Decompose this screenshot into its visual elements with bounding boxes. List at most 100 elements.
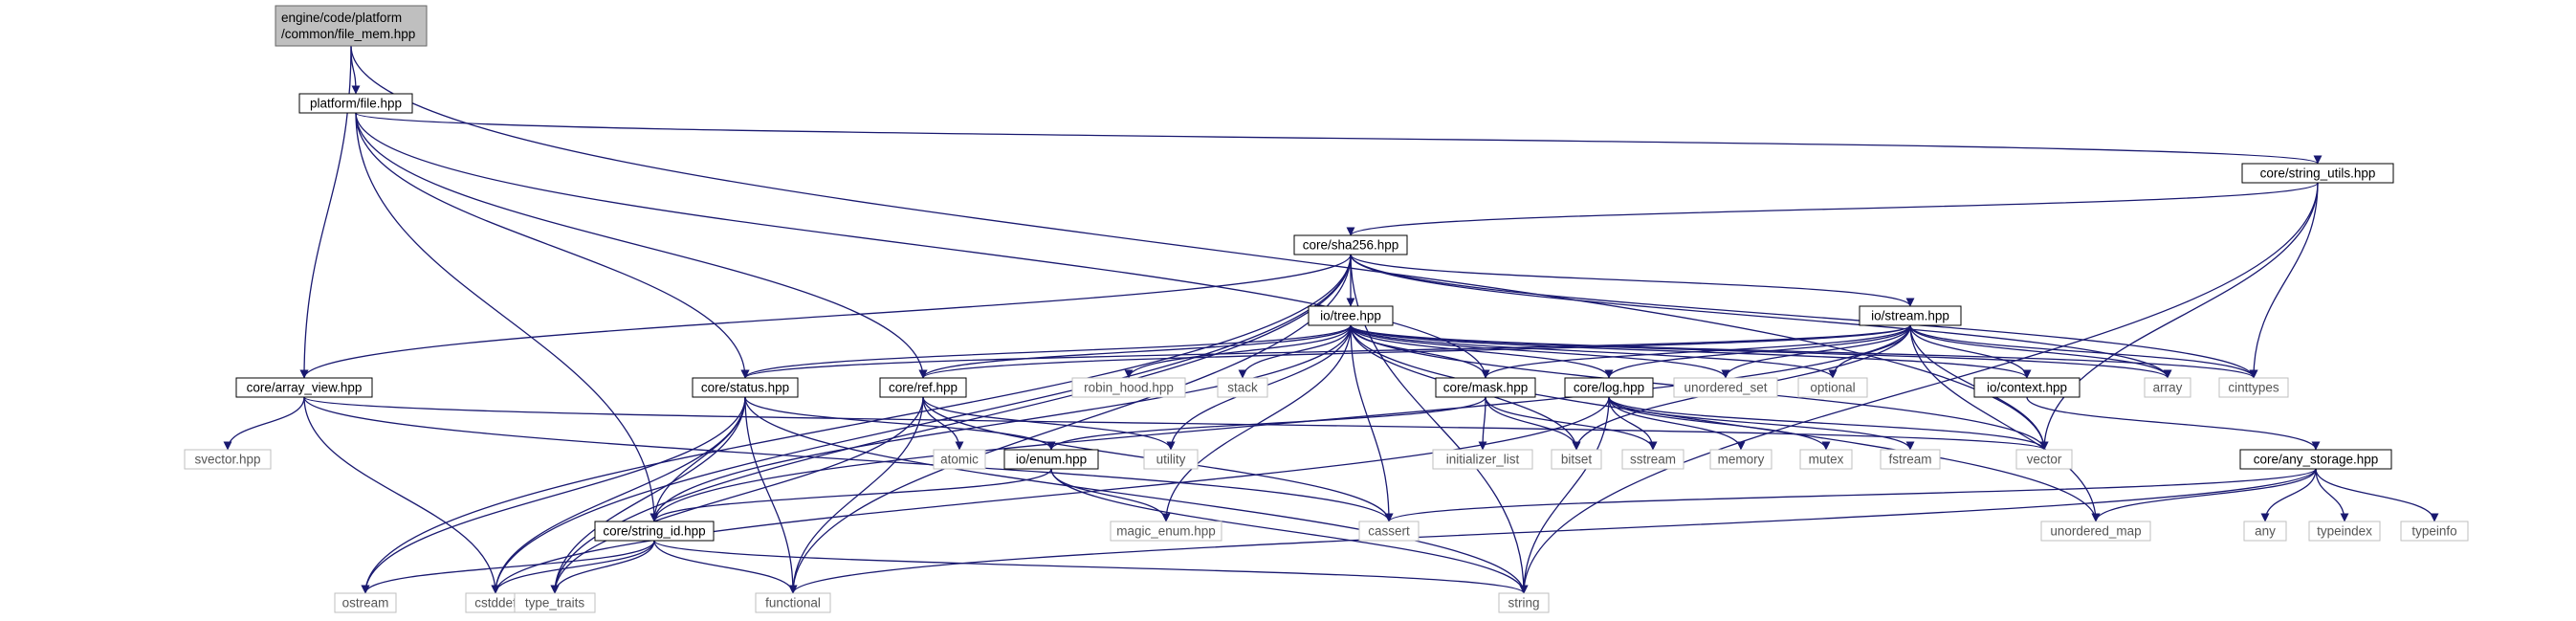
edge-io_tree-to-string_id [650,324,1352,522]
edge-status-to-functional [744,396,798,594]
node-cinttypes: cinttypes [2218,377,2289,398]
node-label: initializer_list [1446,453,1520,467]
node-sstream: sstream [1621,449,1684,470]
edge-log-to-sstream [1608,396,1658,451]
node-box [1498,592,1550,613]
node-label: core/any_storage.hpp [2254,453,2379,467]
node-platform-file[interactable]: platform/file.hpp [298,93,413,114]
node-label: engine/code/platform [281,11,402,25]
node-box [1880,449,1941,470]
node-typeinfo: typeinfo [2400,521,2469,542]
node-label: core/ref.hpp [889,381,958,395]
edge-array_view-to-cassert [303,396,1394,522]
node-any-storage[interactable]: core/any_storage.hpp [2239,449,2392,470]
node-io-tree[interactable]: io/tree.hpp [1308,305,1394,326]
edge-platform_file-to-mask [355,112,1490,379]
node-io-enum[interactable]: io/enum.hpp [1003,449,1099,470]
node-box [275,5,428,47]
edge-io_stream-to-log [1604,324,1911,379]
node-label: core/status.hpp [701,381,789,395]
node-io-context[interactable]: io/context.hpp [1973,377,2081,398]
node-label: cassert [1368,524,1410,539]
node-box [1358,521,1420,542]
node-fstream: fstream [1880,449,1941,470]
edge-mask-to-io_enum [1046,396,1486,451]
node-label: svector.hpp [194,453,260,467]
node-label: typeinfo [2411,524,2456,539]
edge-string_id-to-type_traits [550,540,655,594]
node-atomic: atomic [933,449,986,470]
edge-io_tree-to-robin_hood [1124,324,1352,379]
node-array-view[interactable]: core/array_view.hpp [235,377,373,398]
node-box [1859,305,1962,326]
node-typeindex: typeindex [2308,521,2381,542]
edge-mask-to-bitset [1485,396,1581,451]
node-label: stack [1227,381,1258,395]
edge-sha256-to-cinttypes [1350,254,2258,379]
node-string-id[interactable]: core/string_id.hpp [594,521,715,542]
edge-string_id-to-functional [653,540,798,594]
node-label: mutex [1809,453,1844,467]
edge-string_id-to-cstddef [491,540,655,594]
edge-log-to-mutex [1608,396,1831,451]
node-label: /common/file_mem.hpp [281,27,415,41]
node-label: io/context.hpp [1987,381,2067,395]
node-box [2218,377,2289,398]
node-log[interactable]: core/log.hpp [1564,377,1654,398]
node-box [1308,305,1394,326]
node-box [1003,449,1099,470]
node-label: io/stream.hpp [1871,309,1949,323]
edge-io_tree-to-cassert [1350,324,1394,522]
edges-layer [223,45,2439,594]
node-box [1551,449,1602,470]
node-box [334,592,397,613]
edge-ref-to-atomic [922,396,964,451]
node-box [755,592,831,613]
edge-mask-to-initializer_list [1478,396,1487,451]
edge-io_tree-to-cinttypes [1350,324,2258,379]
node-ostream: ostream [334,592,397,613]
node-string-utils[interactable]: core/string_utils.hpp [2241,163,2394,184]
node-label: vector [2027,453,2062,467]
edge-io_tree-to-unordered_set [1350,324,1730,379]
edge-io_stream-to-unordered_set [1721,324,1911,379]
node-box [1435,377,1536,398]
edge-array_view-to-vector [303,396,2048,451]
edge-any_storage-to-functional [788,468,2317,594]
edge-any_storage-to-any [2260,468,2317,522]
edge-string_utils-to-cinttypes [2249,182,2319,379]
node-label: atomic [940,453,979,467]
node-box [1621,449,1684,470]
node-stack: stack [1217,377,1268,398]
edge-sha256-to-array [1350,254,2172,379]
edge-sha256-to-io_stream [1350,254,1915,307]
node-initializer-list: initializer_list [1432,449,1533,470]
edge-io_stream-to-ref [918,324,1911,379]
node-mask[interactable]: core/mask.hpp [1435,377,1536,398]
edge-log-to-cstddef [491,396,1610,594]
node-functional: functional [755,592,831,613]
edge-string_utils-to-vector [2039,182,2319,451]
node-box [2243,521,2287,542]
edge-ref-to-utility [922,396,1176,451]
node-box [235,377,373,398]
node-io-stream[interactable]: io/stream.hpp [1859,305,1962,326]
node-label: magic_enum.hpp [1116,524,1216,539]
node-label: array [2153,381,2183,395]
node-file-mem[interactable]: engine/code/platform/common/file_mem.hpp [275,5,428,47]
node-label: any [2255,524,2276,539]
edge-io_stream-to-array [1909,324,2172,379]
edge-io_enum-to-string [1050,468,1529,594]
edge-log-to-vector [1608,396,2049,451]
node-label: functional [765,596,821,610]
node-status[interactable]: core/status.hpp [692,377,799,398]
node-box [692,377,799,398]
node-label: platform/file.hpp [310,97,402,111]
node-label: ostream [342,596,389,610]
node-ref[interactable]: core/ref.hpp [879,377,967,398]
node-label: cinttypes [2228,381,2279,395]
node-sha256[interactable]: core/sha256.hpp [1293,234,1408,255]
node-cassert: cassert [1358,521,1420,542]
edge-io_tree-to-unordered_map [1350,324,2101,522]
edge-io_stream-to-status [740,324,1911,379]
